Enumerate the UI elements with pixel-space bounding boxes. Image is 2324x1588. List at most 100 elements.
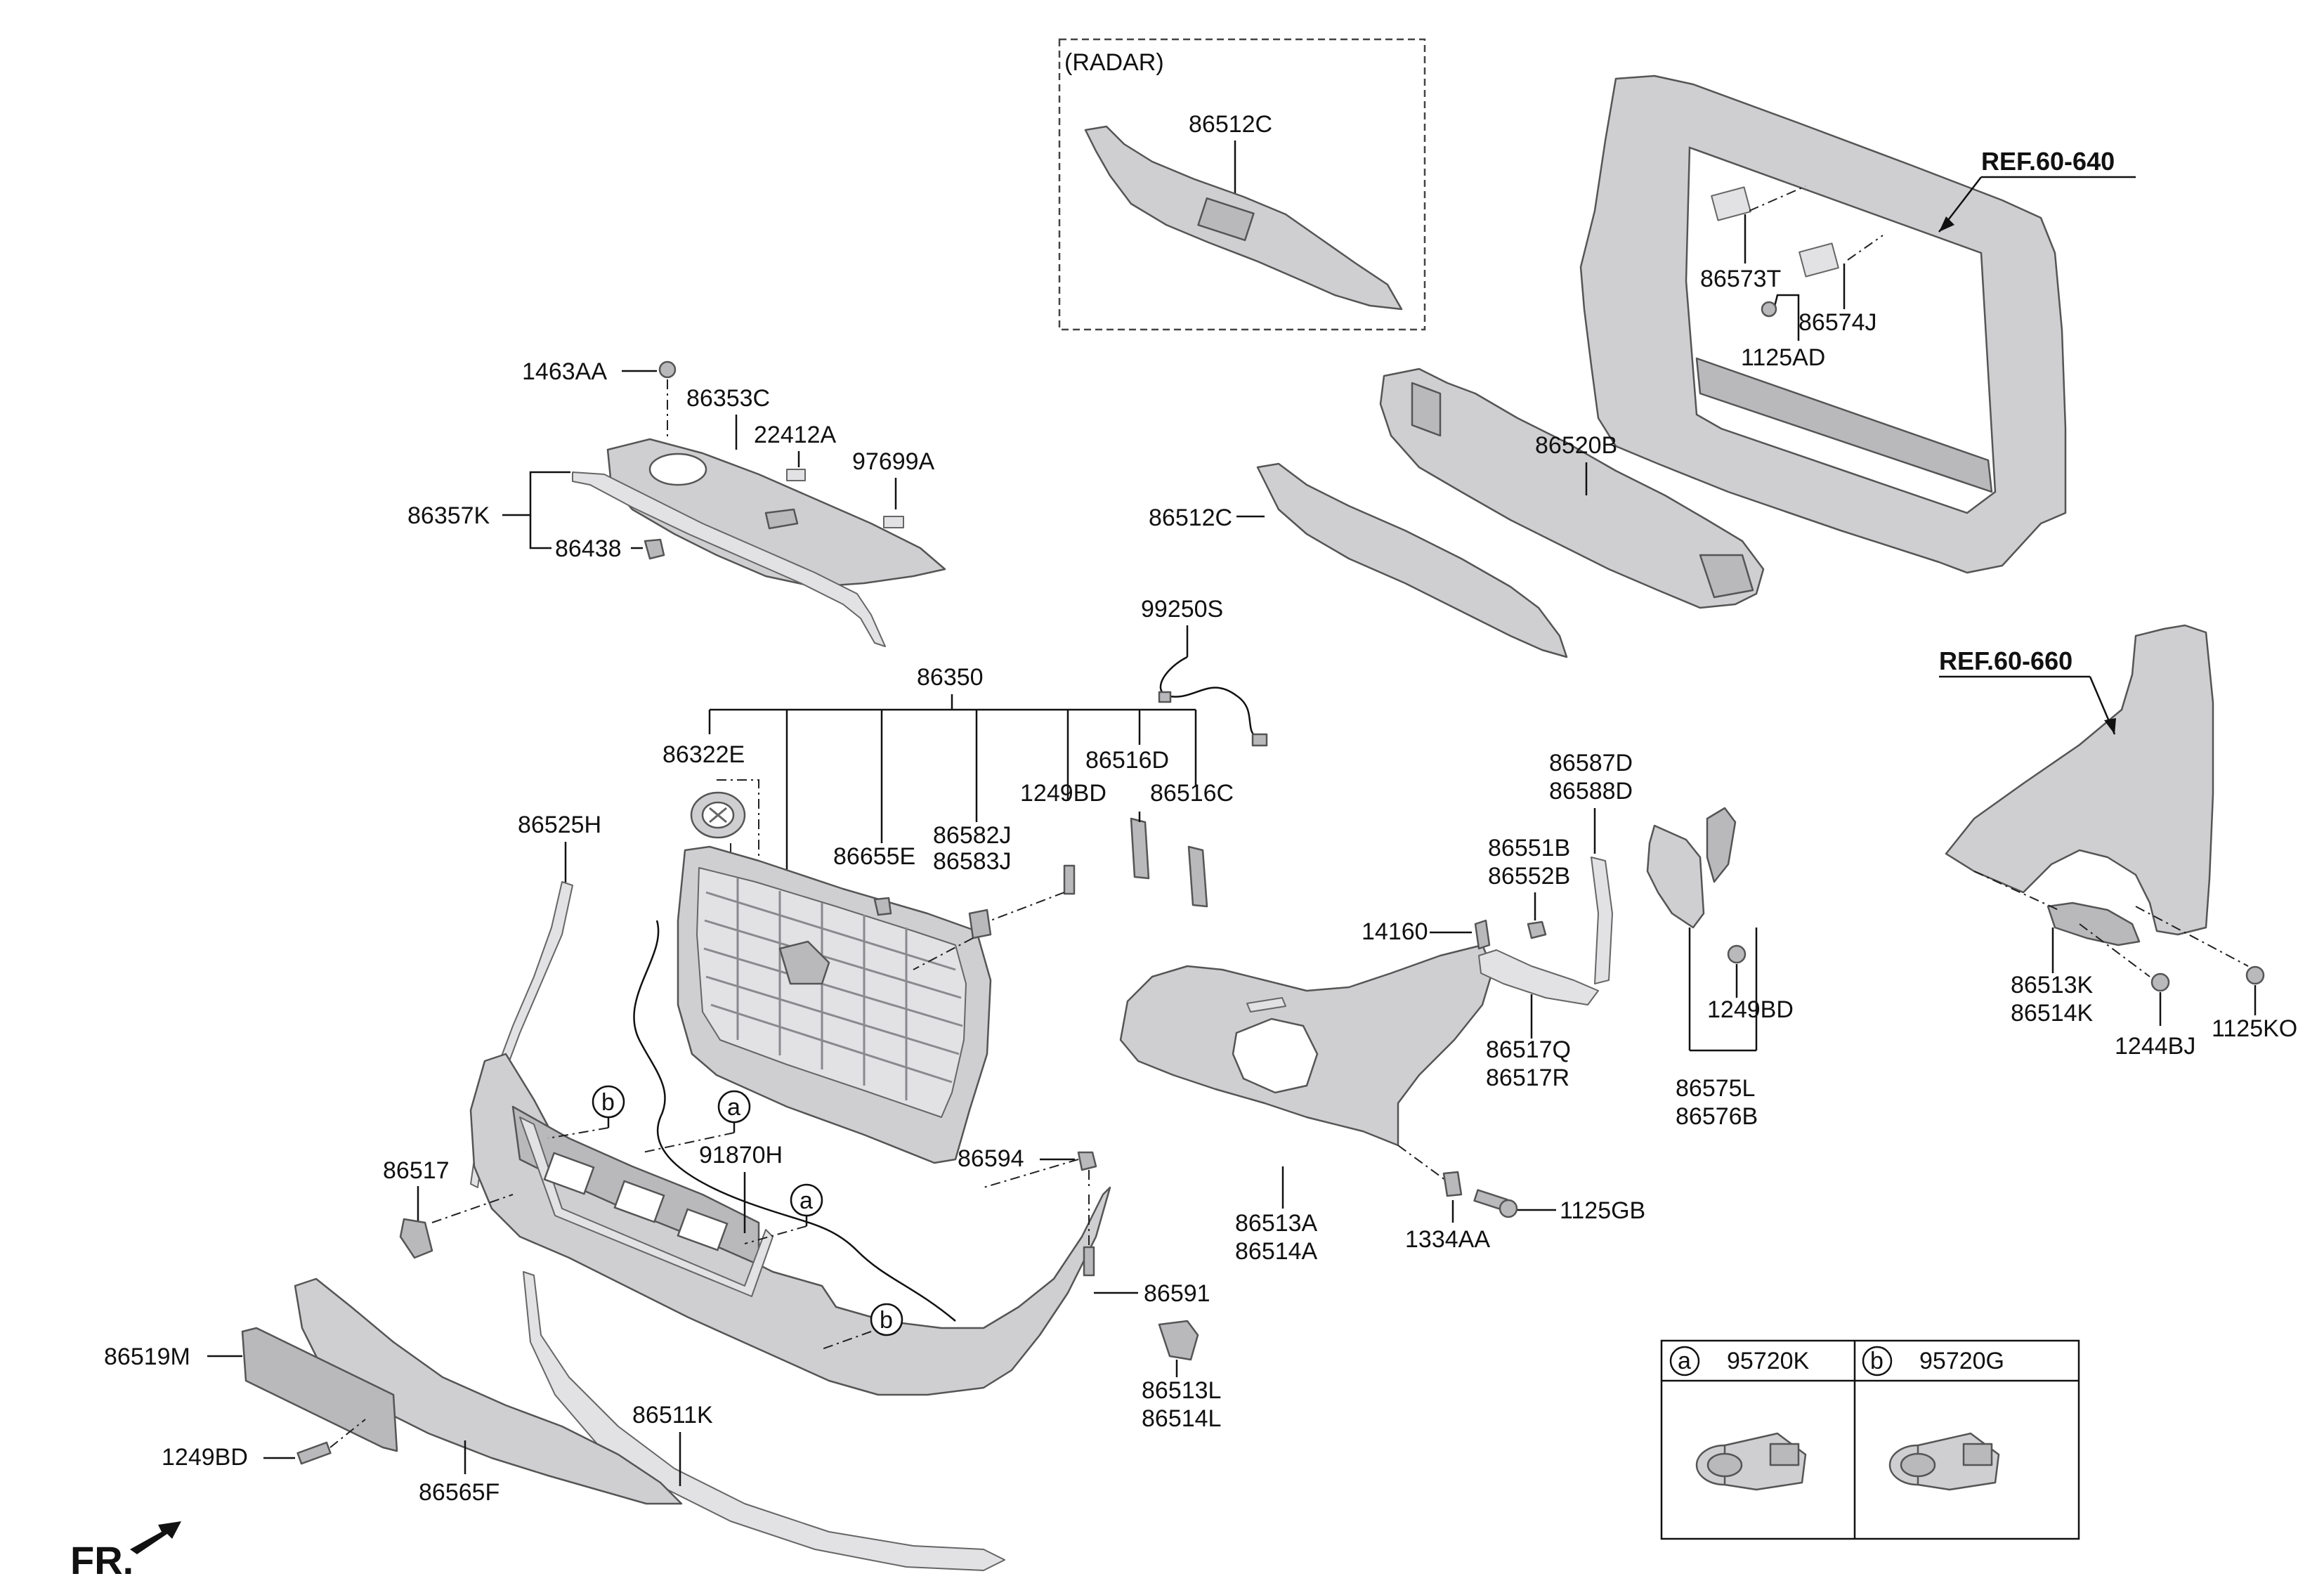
label-ref-60-640: REF.60-640: [1981, 147, 2115, 176]
label-86582J: 86582J: [933, 822, 1012, 849]
label-86574J: 86574J: [1799, 309, 1877, 336]
label-86512C: 86512C: [1149, 505, 1232, 531]
legend-border: [1660, 1339, 2080, 1540]
legend-a-letter: a: [1678, 1348, 1691, 1374]
label-86350: 86350: [917, 664, 984, 691]
energy-absorber-86520B: [1379, 367, 1765, 609]
label-1249BD-plate: 1249BD: [162, 1444, 248, 1471]
label-86357K: 86357K: [407, 502, 490, 529]
label-1244BJ: 1244BJ: [2115, 1033, 2195, 1060]
upper-bumper-trim-86525H: [470, 881, 573, 1188]
bumper-wiring-91870H: [633, 920, 956, 1322]
clip-86438: [644, 538, 665, 560]
top-cover-group: 1463AA 86353C 22412A 97699A 86357K 86438: [407, 358, 946, 647]
label-86565F: 86565F: [419, 1479, 500, 1506]
seal-strip-86357K: [572, 471, 886, 647]
clip-1334AA: [1442, 1171, 1463, 1197]
wiring-harness-99250S: [1159, 656, 1258, 739]
tow-hook-cover-86517: [399, 1218, 433, 1259]
clip-86582J: [968, 909, 992, 939]
bumper-reinforcement-86512C: [1256, 462, 1568, 658]
label-1125KO: 1125KO: [2212, 1015, 2297, 1042]
bolt-1249BD-garnish: [1727, 944, 1747, 964]
label-86519M: 86519M: [104, 1343, 190, 1370]
label-99250S: 99250S: [1141, 596, 1223, 623]
label-sticker-97699A: [883, 516, 904, 528]
label-radar: (RADAR): [1064, 49, 1164, 76]
clip-86655E: [873, 897, 892, 916]
clip-14160: [1474, 919, 1491, 950]
label-86517Q: 86517Q: [1486, 1036, 1571, 1063]
bracket-86513L: [1158, 1320, 1199, 1361]
screw-86591: [1083, 1246, 1095, 1277]
label-1249BD-grille: 1249BD: [1020, 780, 1106, 807]
label-sticker-22412A: [786, 469, 806, 481]
label-ref-60-660: REF.60-660: [1939, 646, 2072, 675]
label-86575L: 86575L: [1676, 1075, 1755, 1102]
bracket-86516C: [1187, 845, 1208, 908]
label-86591: 86591: [1144, 1280, 1210, 1307]
legend-b-letter: b: [1870, 1348, 1884, 1374]
callout-b-upper-letter: b: [601, 1089, 615, 1116]
parking-sensor-95720G: [1888, 1432, 2000, 1491]
screw-1249BD-plate: [296, 1441, 332, 1465]
legend-a-circle: [1669, 1346, 1700, 1377]
bumper-side-group: 86513A 86514A 14160 86551B 86552B 86587D…: [1119, 750, 1794, 1265]
garnish-86587D: [1591, 857, 1613, 984]
front-bumper-group: 86525H 86517 b a 91870H a b 86594: [104, 812, 1221, 1571]
side-garnish-86575L: [1646, 824, 1705, 929]
label-86513A: 86513A: [1235, 1210, 1318, 1237]
grille-mesh: [703, 878, 963, 1100]
callout-a-upper-letter: a: [727, 1094, 740, 1121]
label-97699A: 97699A: [852, 448, 935, 475]
label-86588D: 86588D: [1549, 778, 1633, 805]
label-86353C: 86353C: [686, 385, 770, 412]
front-arrow-icon: [130, 1521, 181, 1554]
label-14160: 14160: [1362, 918, 1428, 945]
radar-group: (RADAR) 86512C: [1058, 38, 1426, 331]
front-carrier-group: REF.60-640 86573T 86574J 1125AD: [1579, 74, 2136, 574]
label-86516D: 86516D: [1085, 747, 1169, 774]
bolt-1125AD: [1761, 301, 1777, 318]
label-86573T: 86573T: [1700, 266, 1781, 292]
label-86525H: 86525H: [518, 812, 601, 838]
label-1463AA: 1463AA: [522, 358, 607, 385]
label-86513K: 86513K: [2011, 972, 2094, 998]
reinforcement-group: 86512C: [1149, 462, 1568, 658]
clip-86551B: [1527, 920, 1547, 939]
label-86322E: 86322E: [662, 741, 745, 768]
label-86655E: 86655E: [833, 843, 915, 870]
side-molding-86513K: [2046, 902, 2141, 946]
label-1125GB: 1125GB: [1560, 1197, 1645, 1224]
label-86517: 86517: [383, 1157, 450, 1184]
label-86587D: 86587D: [1549, 750, 1633, 776]
label-86517R: 86517R: [1486, 1065, 1569, 1091]
label-86438: 86438: [555, 535, 622, 562]
label-86514A: 86514A: [1235, 1238, 1318, 1265]
energy-absorber-group: 86520B: [1379, 367, 1765, 609]
label-86514K: 86514K: [2011, 1000, 2094, 1027]
label-86520B: 86520B: [1535, 432, 1617, 459]
label-86551B: 86551B: [1488, 835, 1570, 861]
label-86516C: 86516C: [1150, 780, 1234, 807]
label-86511K: 86511K: [632, 1402, 713, 1428]
label-86512C-radar: 86512C: [1189, 111, 1272, 138]
label-91870H: 91870H: [699, 1142, 783, 1169]
bolt-1125KO: [2245, 965, 2265, 985]
fender-group: REF.60-660 86513K 86514K 1244BJ 1125KO: [1939, 624, 2297, 1060]
front-fender: [1945, 624, 2214, 936]
screw-1249BD: [1063, 864, 1076, 895]
radar-dashed-box: [1058, 38, 1426, 331]
callout-b-lower: [870, 1303, 903, 1336]
bolt-1244BJ: [2150, 972, 2170, 992]
label-fr: FR.: [70, 1538, 133, 1582]
license-plate-bracket-86519M: [241, 1327, 398, 1452]
bracket-86516D: [1130, 817, 1150, 880]
callout-a-lower-letter: a: [799, 1187, 813, 1214]
label-22412A: 22412A: [754, 422, 837, 448]
label-1334AA: 1334AA: [1405, 1226, 1490, 1253]
front-direction-indicator: FR.: [70, 1521, 181, 1582]
parking-sensor-95720K: [1695, 1432, 1807, 1491]
radar-wiring-group: 99250S: [1141, 596, 1268, 747]
